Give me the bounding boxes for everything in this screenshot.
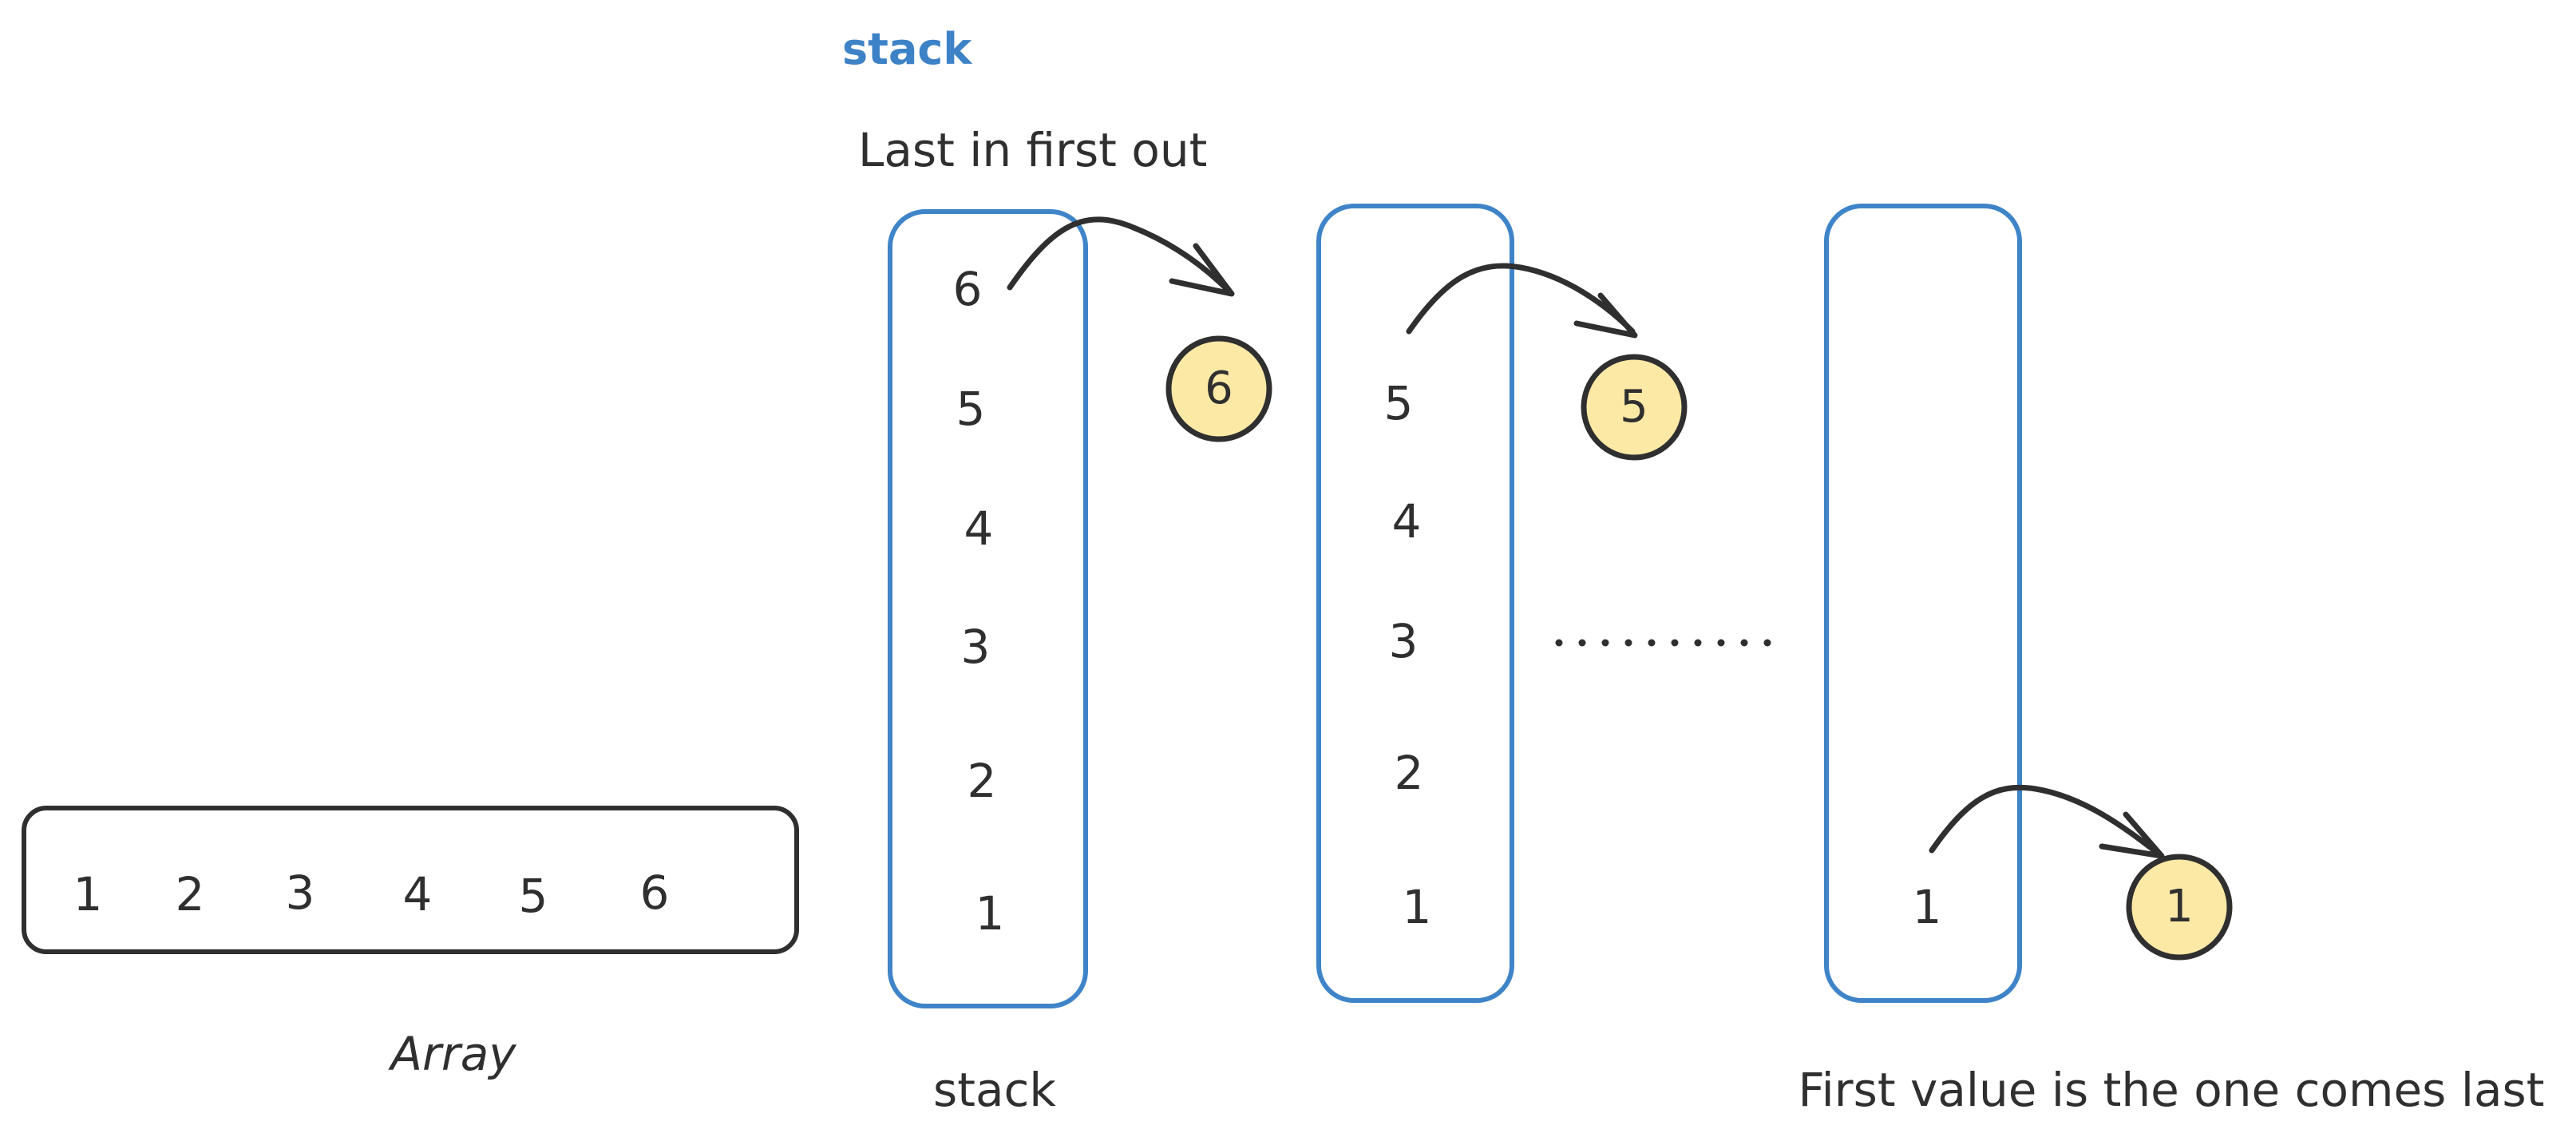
ellipsis-dots: [1555, 639, 1771, 647]
stack-item: 5: [1384, 376, 1414, 430]
stack-item: 3: [961, 620, 991, 674]
stack-item: 4: [1392, 494, 1422, 549]
arrowhead-icon: [2099, 811, 2165, 859]
array-cell: 3: [286, 866, 315, 920]
stack-2: 5 4 3 2 1: [1316, 204, 1514, 1003]
stack-1: 6 5 4 3 2 1: [888, 209, 1088, 1008]
arrowhead-icon: [1169, 243, 1235, 297]
pop-arrow-icon: [1406, 263, 1636, 335]
stack-item: 4: [964, 501, 994, 556]
popped-value: 6: [1205, 363, 1233, 414]
array-cell: 4: [403, 867, 433, 921]
popped-token: [1581, 354, 1688, 461]
pop-arrow-icon: [1929, 784, 2162, 858]
array-cell: 6: [640, 866, 670, 920]
pop-arrow-icon: [1007, 216, 1233, 295]
diagram-title: stack: [842, 24, 972, 74]
caption: First value is the one comes last: [1798, 1063, 2545, 1117]
arrowhead-icon: [1573, 292, 1638, 339]
stack-3: 1: [1824, 204, 2022, 1003]
popped-value: 1: [2165, 881, 2194, 933]
stack-item: 5: [956, 382, 986, 436]
popped-token: [1165, 335, 1272, 442]
stack-item: 1: [975, 886, 1005, 941]
stack-1-box: [888, 209, 1088, 1008]
stack-item: 2: [1395, 746, 1424, 800]
array-label: Array: [387, 1027, 516, 1081]
stack-item: 1: [1403, 880, 1432, 934]
popped-token: [2126, 854, 2233, 961]
stack-3-box: [1824, 204, 2022, 1003]
array-box: [22, 806, 799, 954]
stack-item: 3: [1389, 614, 1419, 668]
popped-value: 5: [1620, 381, 1648, 433]
stack-item: 2: [967, 754, 997, 808]
array-cell: 1: [73, 867, 103, 921]
stack-item: 6: [953, 262, 983, 316]
array-container: 1 2 3 4 5 6: [22, 806, 799, 954]
stack-2-box: [1316, 204, 1514, 1003]
array-cell: 2: [176, 867, 205, 921]
stack-label: stack: [933, 1063, 1056, 1117]
array-cell: 5: [519, 869, 548, 923]
stack-item: 1: [1913, 880, 1942, 934]
diagram-subtitle: Last in first out: [858, 123, 1207, 177]
